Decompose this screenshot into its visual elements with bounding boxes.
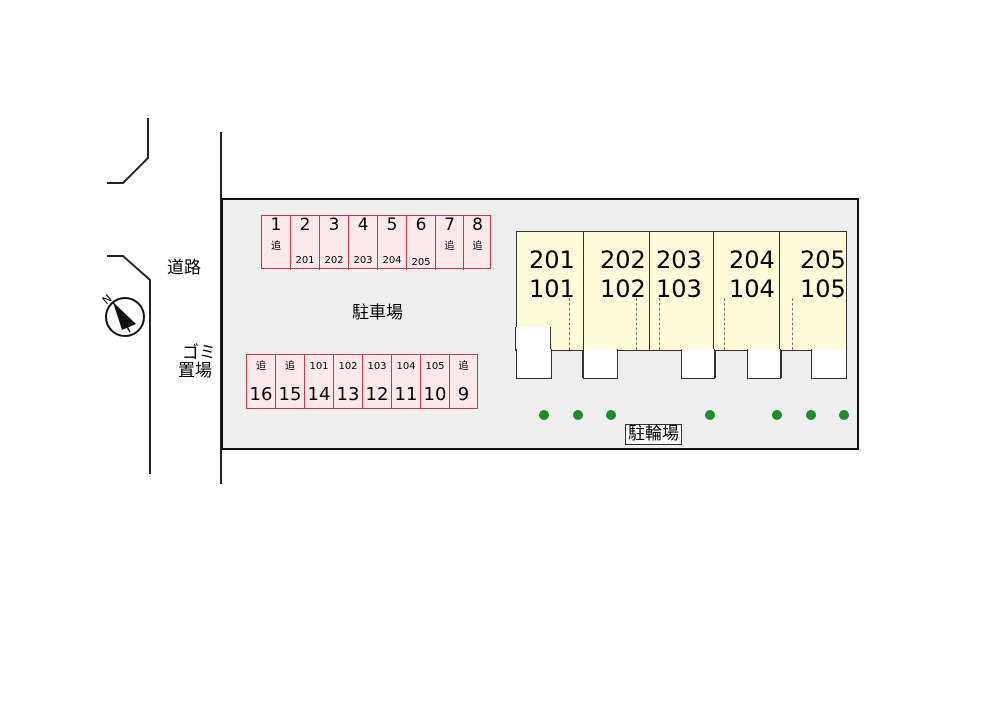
unit-203-103: 203 103 [649, 231, 716, 378]
space-number: 9 [457, 384, 470, 405]
space-number: 4 [357, 215, 369, 235]
unit-base-notch-4 [747, 349, 781, 379]
garbage-label-line2: 置場 [178, 361, 212, 381]
space-tag: 追 [256, 361, 266, 372]
unit-lower-number: 101 [529, 275, 575, 303]
tree-icon [606, 410, 616, 420]
tree-icon [772, 410, 782, 420]
unit-base-notch-5 [811, 349, 847, 379]
garbage-label-line1: ゴミ [182, 343, 216, 363]
tree-icon [705, 410, 715, 420]
space-tag: 202 [324, 255, 344, 266]
parking-space-4: 4 203 [349, 216, 378, 270]
entrance-notch [515, 327, 551, 351]
unit-upper-number: 201 [529, 246, 575, 274]
unit-lower-number: 102 [600, 275, 646, 303]
parking-space-1: 1 追 [262, 216, 291, 270]
space-number: 5 [386, 215, 398, 235]
parking-space-8: 8 追 [464, 216, 491, 270]
parking-space-14: 101 14 [305, 355, 334, 409]
parking-space-12: 103 12 [363, 355, 392, 409]
unit-base-notch-1 [516, 349, 552, 379]
unit-upper-number: 202 [600, 246, 646, 274]
space-number: 7 [444, 215, 455, 235]
space-tag: 追 [472, 241, 483, 252]
parking-space-13: 102 13 [334, 355, 363, 409]
space-number: 6 [415, 215, 427, 235]
space-number: 16 [249, 384, 273, 405]
stair-line [659, 298, 660, 350]
space-tag: 102 [338, 361, 358, 372]
unit-201-101: 201 101 [515, 231, 585, 351]
unit-lower-number: 103 [656, 275, 702, 303]
parking-space-3: 3 202 [320, 216, 349, 270]
parking-space-6: 6 205 [407, 216, 436, 270]
space-tag: 103 [367, 361, 387, 372]
parking-space-5: 5 204 [378, 216, 407, 270]
space-number: 3 [328, 215, 340, 235]
road-label: 道路 [167, 258, 201, 278]
unit-upper-number: 203 [656, 246, 702, 274]
unit-base-notch-3 [681, 349, 715, 379]
tree-icon [839, 410, 849, 420]
tree-icon [539, 410, 549, 420]
parking-space-7: 7 追 [436, 216, 464, 270]
parking-space-15: 追 15 [276, 355, 305, 409]
unit-205-105: 205 105 [779, 231, 847, 378]
space-number: 10 [423, 384, 447, 405]
space-number: 15 [278, 384, 302, 405]
space-tag: 104 [396, 361, 416, 372]
space-tag: 205 [411, 257, 431, 268]
space-number: 14 [307, 384, 331, 405]
parking-row-top: 1 追 2 201 3 202 4 203 5 204 6 205 7 追 8 … [261, 215, 491, 270]
space-tag: 追 [271, 241, 281, 252]
parking-space-16: 追 16 [247, 355, 276, 409]
unit-upper-number: 205 [800, 246, 846, 274]
stair-line [569, 298, 570, 350]
parking-row-bottom: 追 16 追 15 101 14 102 13 103 12 104 11 10… [246, 354, 478, 409]
space-tag: 追 [285, 361, 295, 372]
space-tag: 101 [309, 361, 329, 372]
parking-space-2: 2 201 [291, 216, 320, 270]
parking-space-10: 105 10 [421, 355, 450, 409]
space-tag: 204 [382, 255, 402, 266]
space-number: 11 [394, 384, 418, 405]
unit-lower-number: 105 [800, 275, 846, 303]
bike-parking-label: 駐輪場 [625, 424, 682, 445]
space-tag: 203 [353, 255, 373, 266]
space-number: 12 [365, 384, 389, 405]
unit-upper-number: 204 [729, 246, 775, 274]
space-number: 8 [472, 215, 483, 235]
parking-label: 駐車場 [352, 303, 403, 323]
tree-icon [573, 410, 583, 420]
unit-204-104: 204 104 [713, 231, 782, 378]
space-number: 1 [270, 215, 282, 235]
parking-space-11: 104 11 [392, 355, 421, 409]
space-tag: 105 [425, 361, 445, 372]
unit-base-notch-2 [583, 349, 618, 379]
stair-line [636, 298, 637, 350]
space-number: 2 [299, 215, 311, 235]
compass-icon [105, 297, 145, 337]
stair-line [792, 298, 793, 350]
stair-line [724, 298, 725, 350]
space-number: 13 [336, 384, 360, 405]
unit-202-102: 202 102 [582, 231, 651, 378]
unit-lower-number: 104 [729, 275, 775, 303]
space-tag: 追 [444, 241, 455, 252]
space-tag: 201 [295, 255, 315, 266]
tree-icon [806, 410, 816, 420]
space-tag: 追 [458, 361, 469, 372]
parking-space-9: 追 9 [450, 355, 477, 409]
